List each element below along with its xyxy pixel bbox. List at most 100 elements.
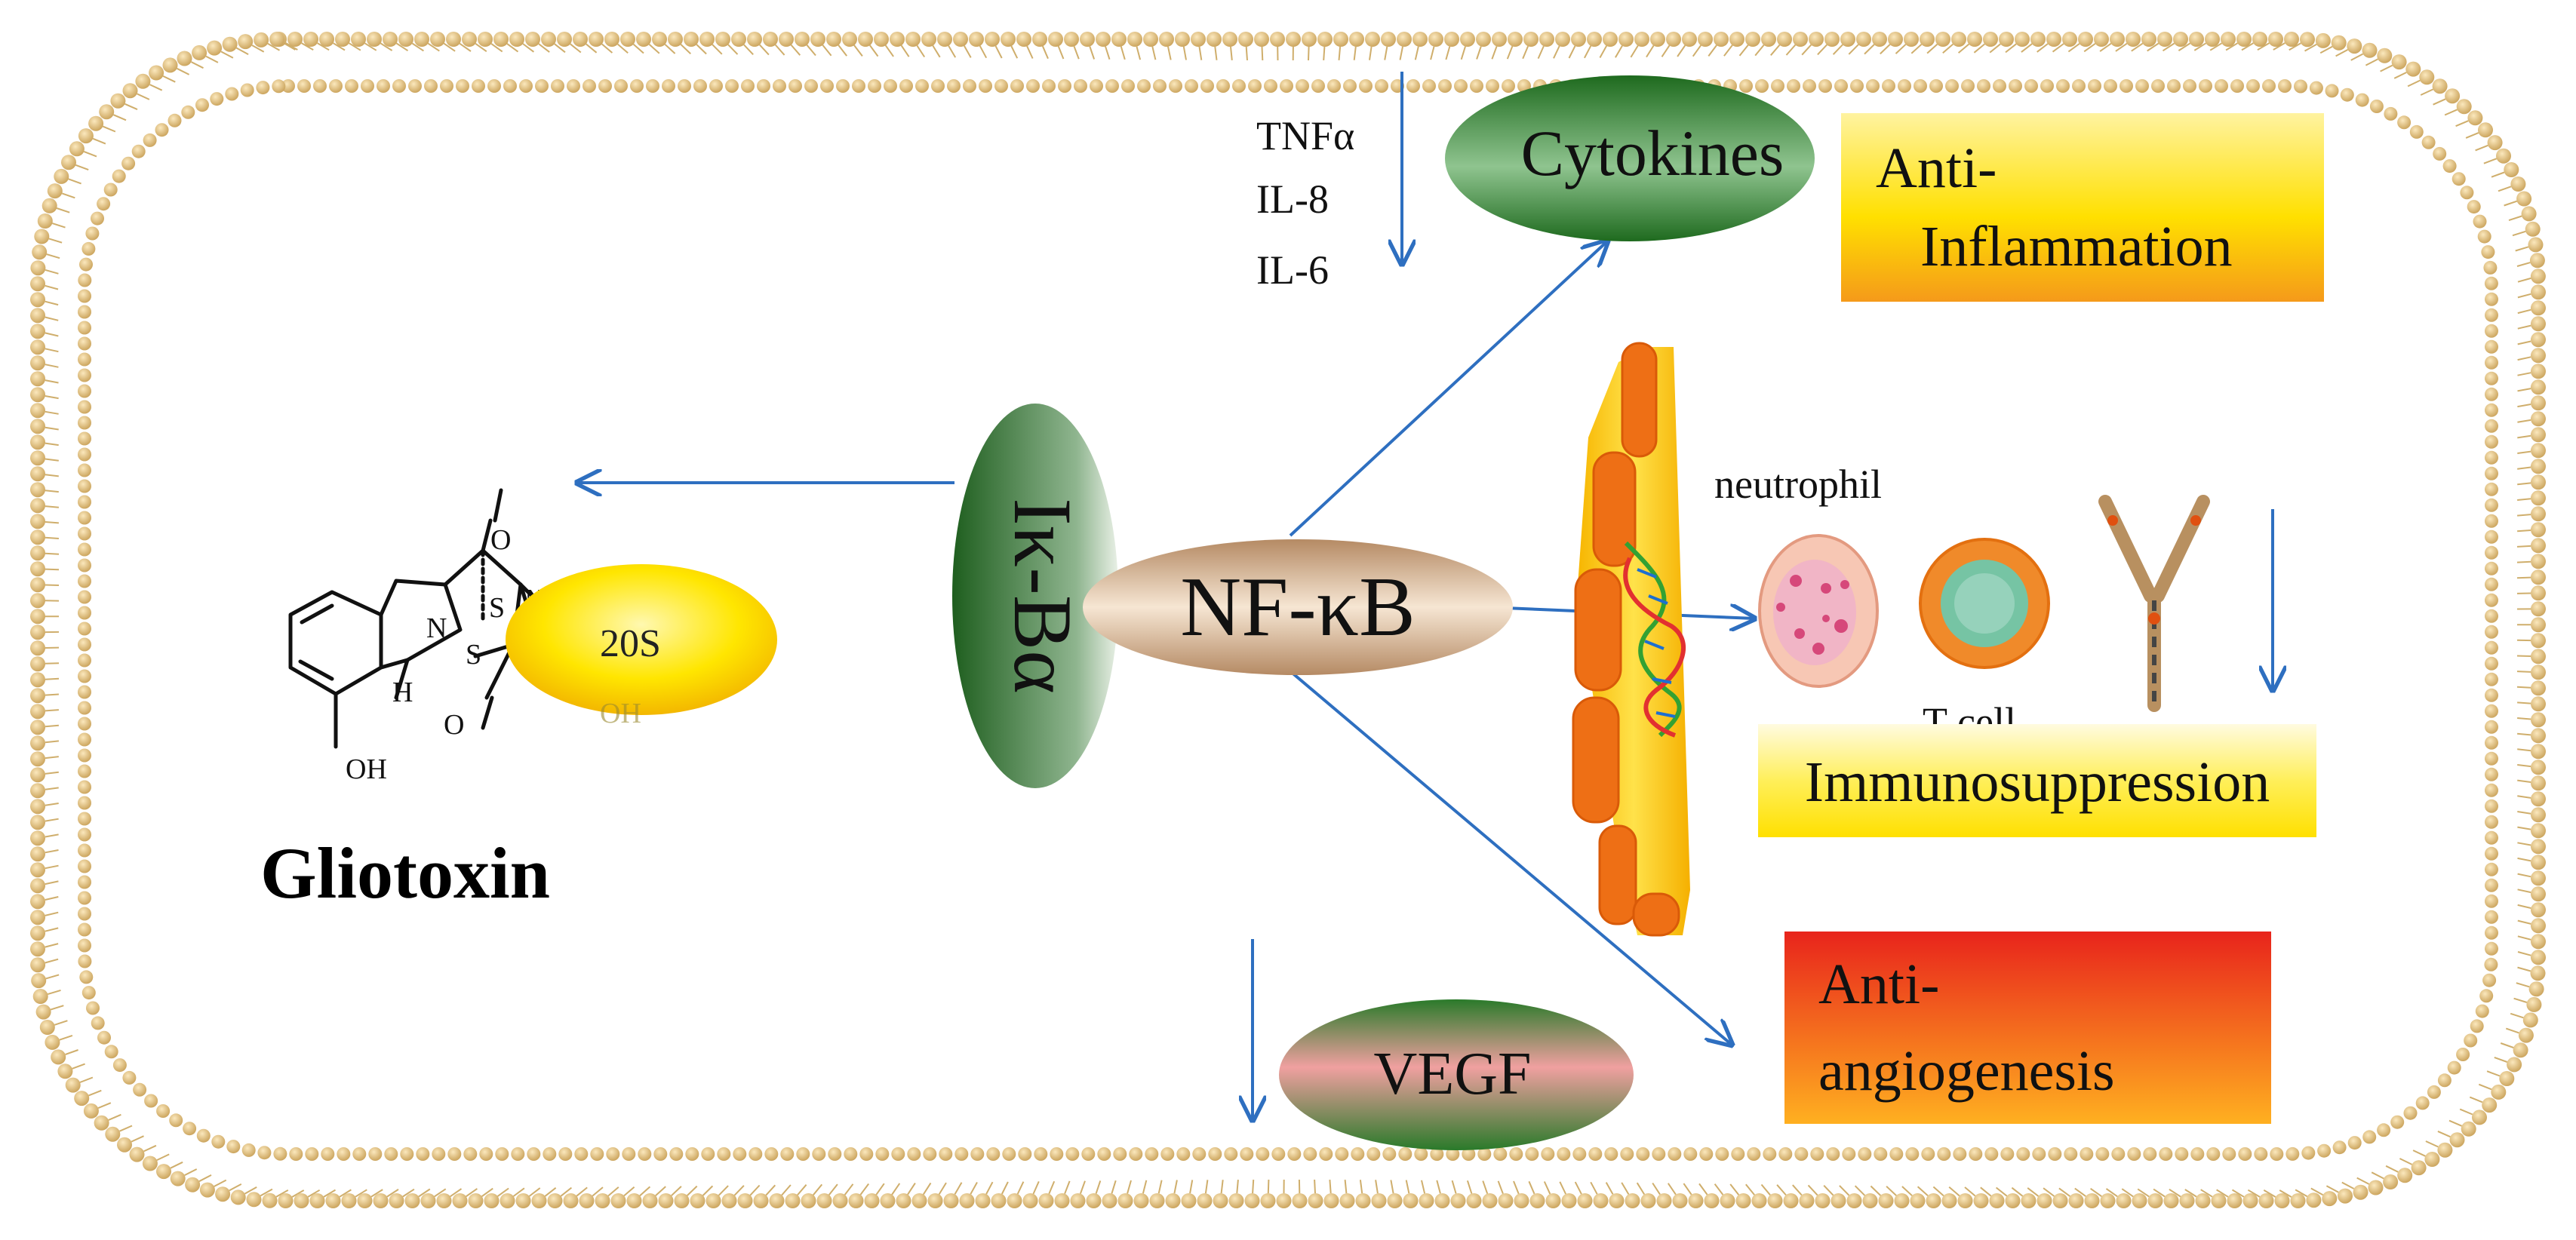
membrane-bead	[2531, 332, 2546, 348]
membrane-bead	[795, 32, 810, 47]
membrane-bead	[1121, 79, 1135, 93]
membrane-bead	[1333, 32, 1348, 47]
membrane-bead	[2104, 79, 2117, 93]
membrane-tail	[2147, 42, 2159, 52]
membrane-tail	[607, 1186, 619, 1197]
membrane-bead	[30, 276, 45, 292]
membrane-bead	[1636, 1147, 1650, 1161]
membrane-bead	[2475, 1004, 2489, 1018]
membrane-tail	[475, 42, 487, 53]
membrane-bead	[78, 875, 91, 889]
atom-o-bottom: O	[444, 709, 464, 741]
membrane-tail	[1375, 1180, 1379, 1194]
membrane-bead	[2516, 191, 2532, 207]
membrane-tail	[938, 1182, 947, 1195]
membrane-bead	[1824, 32, 1840, 47]
membrane-bead	[2021, 1193, 2037, 1208]
membrane-bead	[959, 1193, 975, 1208]
membrane-bead	[2419, 69, 2435, 85]
membrane-bead	[319, 32, 334, 47]
membrane-tail	[1839, 1185, 1850, 1196]
membrane-tail	[1754, 45, 1765, 57]
membrane-bead	[2290, 1193, 2306, 1208]
membrane-bead	[764, 1147, 779, 1161]
membrane-bead	[392, 79, 406, 93]
membrane-bead	[210, 92, 224, 106]
membrane-tail	[48, 238, 63, 244]
membrane-tail	[45, 896, 59, 901]
gliotoxin-label: Gliotoxin	[260, 833, 550, 913]
membrane-bead	[1888, 32, 1903, 47]
membrane-bead	[606, 1147, 620, 1161]
membrane-bead	[78, 542, 91, 557]
membrane-tail	[45, 442, 59, 447]
membrane-bead	[820, 79, 834, 93]
membrane-bead	[2485, 434, 2498, 449]
membrane-bead	[430, 32, 445, 47]
membrane-bead	[199, 1182, 215, 1198]
membrane-bead	[1846, 1193, 1862, 1208]
membrane-tail	[884, 45, 894, 57]
membrane-bead	[85, 226, 100, 241]
membrane-tail	[1236, 1180, 1239, 1194]
membrane-bead	[256, 81, 270, 95]
membrane-tail	[813, 1183, 823, 1195]
membrane-tail	[1436, 1180, 1441, 1194]
membrane-tail	[2517, 904, 2531, 909]
membrane-bead	[2195, 1193, 2211, 1208]
membrane-tail	[718, 1185, 729, 1196]
membrane-bead	[41, 198, 57, 213]
membrane-bead	[78, 289, 91, 303]
membrane-bead	[1117, 1193, 1133, 1208]
membrane-bead	[2046, 32, 2061, 47]
membrane-bead	[30, 941, 45, 957]
membrane-bead	[2405, 61, 2421, 77]
membrane-bead	[30, 910, 45, 925]
membrane-tail	[1506, 45, 1514, 60]
membrane-bead	[927, 1193, 943, 1208]
membrane-tail	[1574, 1181, 1582, 1195]
membrane-bead	[78, 701, 91, 715]
membrane-tail	[664, 44, 676, 54]
membrane-bead	[78, 685, 91, 699]
membrane-tail	[54, 1020, 68, 1026]
membrane-bead	[1382, 1147, 1397, 1161]
membrane-tail	[1745, 1183, 1755, 1195]
membrane-tail	[2121, 1188, 2134, 1198]
membrane-tail	[45, 740, 60, 744]
membrane-bead	[2491, 1084, 2507, 1100]
membrane-bead	[313, 79, 327, 93]
membrane-bead	[1034, 1147, 1048, 1161]
membrane-bead	[2485, 656, 2498, 671]
membrane-tail	[1785, 44, 1797, 56]
membrane-tail	[92, 137, 106, 145]
membrane-tail	[45, 662, 60, 665]
membrane-tail	[2516, 262, 2531, 267]
membrane-tail	[45, 818, 59, 822]
membrane-tail	[2508, 215, 2522, 222]
membrane-bead	[30, 529, 45, 545]
membrane-bead	[337, 1147, 351, 1161]
membrane-bead	[1208, 1147, 1222, 1161]
ikb-alpha-label: Iκ-Bα	[997, 498, 1089, 694]
membrane-tail	[1057, 45, 1065, 60]
membrane-bead	[78, 336, 91, 351]
membrane-bead	[30, 466, 45, 482]
membrane-bead	[2485, 514, 2498, 528]
membrane-bead	[1032, 32, 1047, 47]
membrane-bead	[2246, 79, 2260, 93]
membrane-bead	[2528, 237, 2544, 253]
membrane-bead	[1803, 79, 1816, 93]
membrane-tail	[1559, 1181, 1567, 1195]
membrane-bead	[541, 32, 556, 47]
membrane-tail	[2420, 88, 2434, 96]
membrane-bead	[2484, 276, 2498, 290]
membrane-tail	[1421, 1180, 1426, 1194]
membrane-bead	[1961, 79, 1975, 93]
membrane-tail	[2510, 1012, 2524, 1019]
membrane-bead	[1207, 32, 1222, 47]
membrane-tail	[1214, 46, 1218, 60]
membrane-bead	[2485, 609, 2498, 623]
membrane-bead	[2504, 162, 2519, 177]
membrane-tail	[1886, 1186, 1897, 1196]
